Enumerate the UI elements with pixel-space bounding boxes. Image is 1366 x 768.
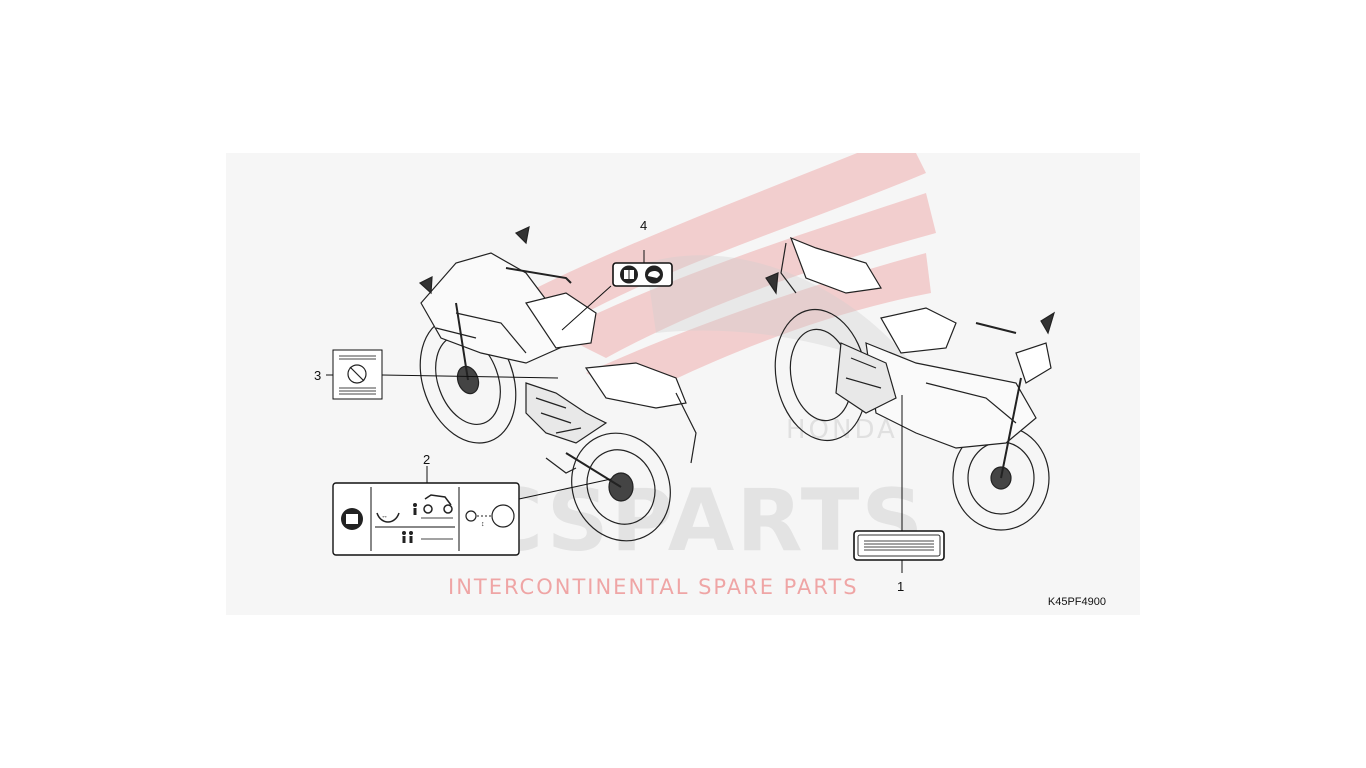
callout-2: 2	[423, 452, 430, 467]
helmet-icon	[648, 270, 660, 278]
callout-4: 4	[640, 218, 647, 233]
leader-line-2-to-chain	[518, 478, 612, 500]
svg-text:↔: ↔	[381, 513, 388, 520]
tire-pressure-icon	[465, 510, 477, 522]
label-part-2: ↔ ↕	[332, 482, 520, 556]
label-part-3	[332, 349, 383, 400]
motorcycle-left-view	[418, 225, 697, 542]
callout-1: 1	[897, 579, 904, 594]
motorcycle-icon	[424, 494, 452, 506]
tagline-watermark-text: INTERCONTINENTAL SPARE PARTS	[448, 575, 859, 599]
manual-book-icon	[346, 514, 358, 524]
honda-watermark-text: HONDA	[786, 415, 898, 445]
leader-line-4-to-tank	[561, 285, 612, 331]
callout-3: 3	[314, 368, 321, 383]
diagram-part-code: K45PF4900	[1047, 596, 1106, 608]
rider-icon	[413, 503, 417, 507]
parts-diagram: HONDA ICSPARTS INTERCONTINENTAL SPARE PA…	[226, 153, 1140, 615]
chain-slack-icon	[376, 512, 400, 523]
leader-lines	[326, 250, 903, 573]
label-part-4	[612, 262, 673, 287]
motorcycle-right-view	[765, 236, 1056, 531]
rider-passenger-icon	[402, 531, 406, 535]
label-part-1	[853, 530, 945, 561]
prohibition-icon	[347, 364, 367, 384]
diagram-canvas: HONDA ICSPARTS INTERCONTINENTAL SPARE PA…	[314, 153, 1056, 599]
icsparts-watermark-text: ICSPARTS	[446, 471, 925, 571]
leader-line-3	[381, 374, 559, 379]
svg-text:↕: ↕	[481, 521, 485, 528]
